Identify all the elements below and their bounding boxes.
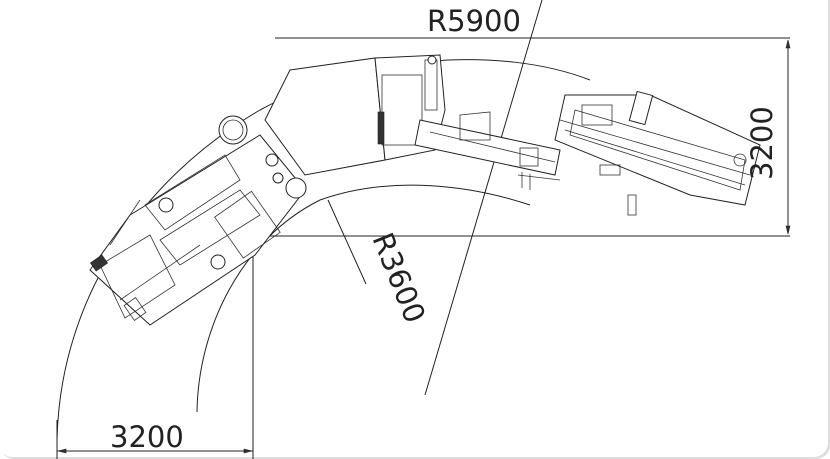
r3600-leader bbox=[327, 199, 367, 285]
machine-left-section bbox=[89, 115, 307, 326]
machine-middle-section bbox=[264, 54, 446, 176]
arrow-up bbox=[785, 39, 791, 49]
inner-radius-label: R3600 bbox=[366, 228, 433, 328]
height-dimension-label: 3200 bbox=[745, 106, 779, 180]
radial-line bbox=[424, 0, 543, 396]
arrow-right bbox=[243, 448, 253, 454]
machine-right-section bbox=[554, 90, 761, 216]
arrow-left bbox=[57, 448, 67, 454]
outer-arc bbox=[56, 59, 591, 441]
arrow-down bbox=[785, 225, 791, 235]
inner-arc bbox=[196, 184, 531, 413]
machine-conveyor bbox=[414, 111, 561, 190]
outer-radius-label: R5900 bbox=[427, 4, 521, 38]
width-dimension-label: 3200 bbox=[110, 420, 184, 454]
